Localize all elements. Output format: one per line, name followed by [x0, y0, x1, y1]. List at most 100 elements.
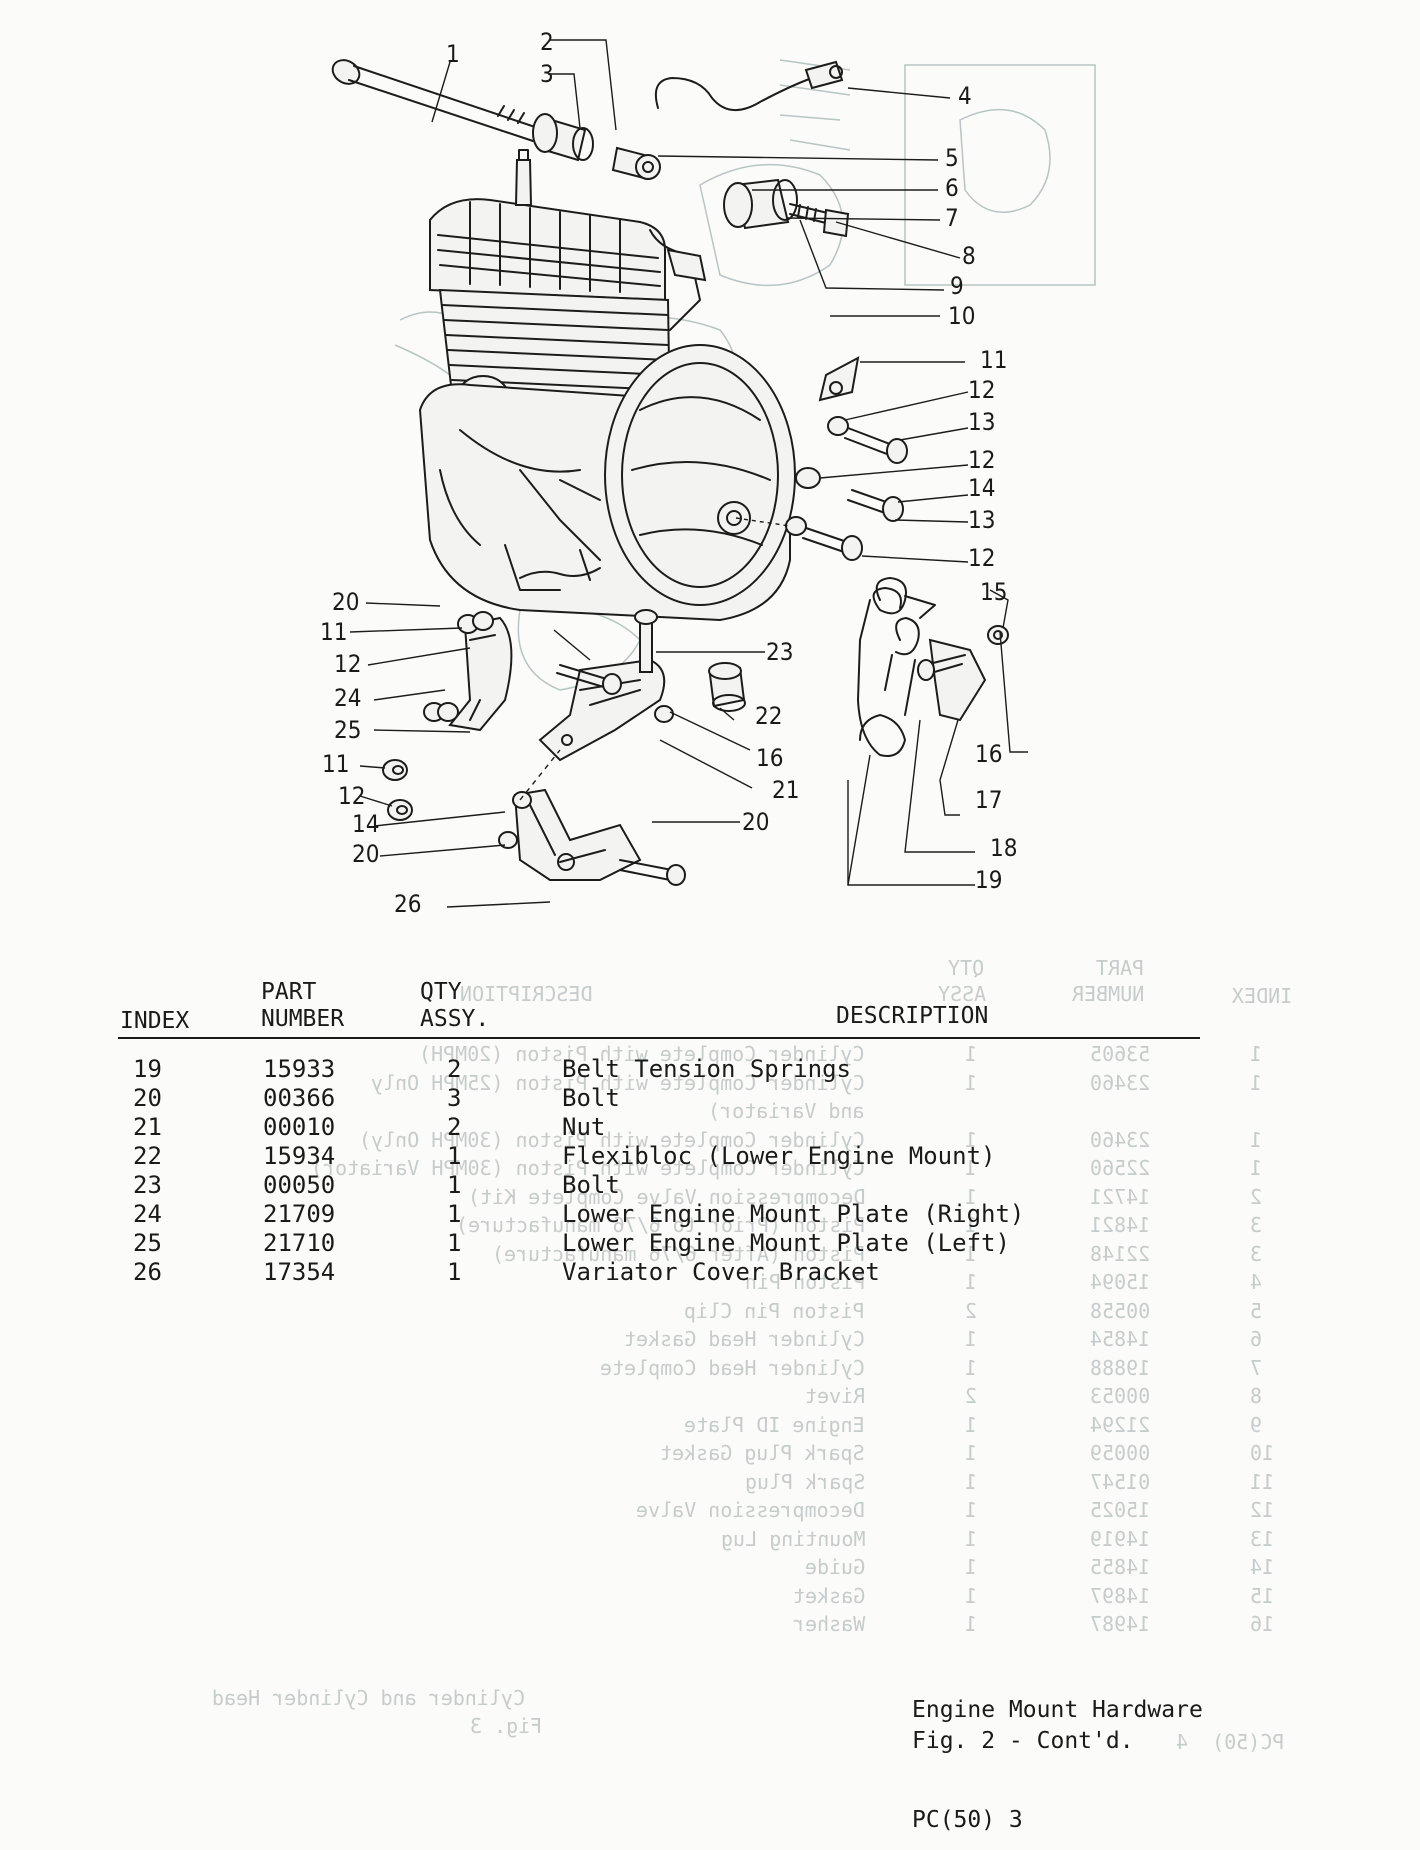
- callout-23: 23: [766, 638, 793, 666]
- callout-11: 11: [980, 346, 1007, 374]
- table-row: 24 21709 1 Lower Engine Mount Plate (Right): [118, 1200, 1200, 1229]
- bleed-row-desc: Spark Plug: [744, 1469, 865, 1494]
- bleed-row-index: 3: [1250, 1241, 1263, 1266]
- bleed-row-part: 00053: [1090, 1384, 1151, 1408]
- bleed-index-header: INDEX: [1232, 984, 1293, 1008]
- engine-block-part: [418, 149, 796, 622]
- callout-12: 12: [968, 376, 995, 404]
- cell-part-number: 21710: [263, 1229, 336, 1257]
- bleed-row-qty: 1: [965, 1412, 978, 1437]
- callout-13: 13: [968, 506, 995, 534]
- bleed-row-part: 14854: [1090, 1327, 1151, 1351]
- bleed-row-index: 1: [1250, 1070, 1263, 1095]
- cell-index: 24: [133, 1200, 162, 1228]
- bleed-row-desc: Decompression Valve: [636, 1498, 865, 1522]
- cell-description: Bolt: [562, 1084, 620, 1112]
- cell-qty: 1: [447, 1200, 462, 1228]
- belt-tension-springs-part: [857, 577, 1009, 757]
- callout-24: 24: [334, 684, 361, 712]
- bleed-caption-1: Cylinder and Cylinder Head: [212, 1686, 526, 1710]
- bleed-row-index: 7: [1250, 1355, 1263, 1380]
- header-index: INDEX: [120, 1008, 190, 1034]
- callout-6: 6: [945, 174, 959, 202]
- callout-20: 20: [742, 808, 769, 836]
- bleed-row-index: 5: [1250, 1298, 1263, 1323]
- cell-description: Variator Cover Bracket: [562, 1258, 880, 1286]
- variator-cover-bracket-part: [498, 749, 686, 886]
- callout-14: 14: [352, 810, 379, 838]
- bleed-row-part: 00059: [1090, 1441, 1151, 1465]
- cell-part-number: 17354: [263, 1258, 336, 1286]
- lower-engine-mount-plates-part: [423, 611, 513, 732]
- bleed-row-part: 14919: [1090, 1526, 1151, 1551]
- bleed-row-index: 6: [1250, 1327, 1263, 1351]
- lower-bracket-assembly-part: [538, 609, 746, 762]
- cell-index: 22: [133, 1142, 162, 1170]
- callout-12: 12: [334, 650, 361, 678]
- bleed-row-index: 13: [1250, 1526, 1275, 1551]
- cell-description: Lower Engine Mount Plate (Left): [562, 1229, 1010, 1257]
- cell-description: Flexibloc (Lower Engine Mount): [562, 1142, 996, 1170]
- bleed-row-part: 01547: [1090, 1469, 1151, 1494]
- bleed-row-desc: Rivet: [804, 1384, 865, 1408]
- callout-17: 17: [975, 786, 1002, 814]
- callout-3: 3: [540, 60, 554, 88]
- bleed-row-index: 2: [1250, 1184, 1263, 1209]
- bleed-row-index: 9: [1250, 1412, 1263, 1437]
- mount-clamp-part: [818, 356, 860, 402]
- bleed-row-index: 11: [1250, 1469, 1275, 1494]
- bleed-row-qty: 1: [965, 1469, 978, 1494]
- exploded-engine-diagram: 1234567891011121312141312152011122425232…: [320, 28, 1096, 918]
- bleed-row-part: 15025: [1090, 1498, 1151, 1522]
- spark-plug-lead-part: [654, 60, 844, 111]
- cell-part-number: 21709: [263, 1200, 336, 1228]
- bleed-row-part: 14987: [1090, 1612, 1151, 1636]
- bleed-row-index: 10: [1250, 1441, 1275, 1465]
- callout-2: 2: [540, 28, 554, 56]
- bleed-row-qty: 1: [965, 1583, 978, 1608]
- bleed-row-qty: 1: [965, 1441, 978, 1465]
- bleed-row-qty: 1: [965, 1526, 978, 1551]
- header-qty-line1: QTY: [420, 979, 462, 1005]
- callout-20: 20: [332, 588, 359, 616]
- callout-26: 26: [394, 890, 421, 918]
- page-id: PC(50) 3: [912, 1807, 1023, 1833]
- callout-20: 20: [352, 840, 379, 868]
- bleed-row-desc: Spark Plug Gasket: [660, 1441, 865, 1465]
- callout-11: 11: [322, 750, 349, 778]
- callout-8: 8: [962, 242, 976, 270]
- bleed-row-index: 8: [1250, 1384, 1263, 1408]
- cell-index: 26: [133, 1258, 162, 1286]
- callout-4: 4: [958, 82, 972, 110]
- cell-part-number: 00010: [263, 1113, 336, 1141]
- cell-description: Nut: [562, 1113, 606, 1141]
- through-bolt-part: [331, 59, 539, 142]
- bleed-row-qty: 1: [965, 1555, 978, 1579]
- cell-qty: 1: [447, 1258, 462, 1286]
- callout-1: 1: [446, 40, 460, 68]
- cell-part-number: 15934: [263, 1142, 336, 1170]
- header-description: DESCRIPTION: [836, 1003, 989, 1029]
- callout-10: 10: [948, 302, 975, 330]
- bleed-caption-2: Fig. 3: [470, 1714, 543, 1738]
- cell-index: 21: [133, 1113, 162, 1141]
- parts-list-table: INDEX PART NUMBER QTY ASSY. DESCRIPTION …: [118, 975, 1200, 1287]
- callout-25: 25: [334, 716, 361, 744]
- cell-part-number: 00050: [263, 1171, 336, 1199]
- cell-index: 19: [133, 1055, 162, 1083]
- header-qty-line2: ASSY.: [420, 1006, 490, 1032]
- callout-16: 16: [975, 740, 1002, 768]
- cell-description: Lower Engine Mount Plate (Right): [562, 1200, 1025, 1228]
- callout-9: 9: [950, 272, 964, 300]
- bleed-row-index: 1: [1250, 1042, 1263, 1066]
- figure-title: Engine Mount Hardware: [912, 1697, 1203, 1723]
- figure-number: Fig. 2 - Cont'd.: [912, 1728, 1134, 1754]
- bleed-row-index: 1: [1250, 1127, 1263, 1152]
- bleed-row-desc: Cylinder Head Gasket: [624, 1327, 865, 1351]
